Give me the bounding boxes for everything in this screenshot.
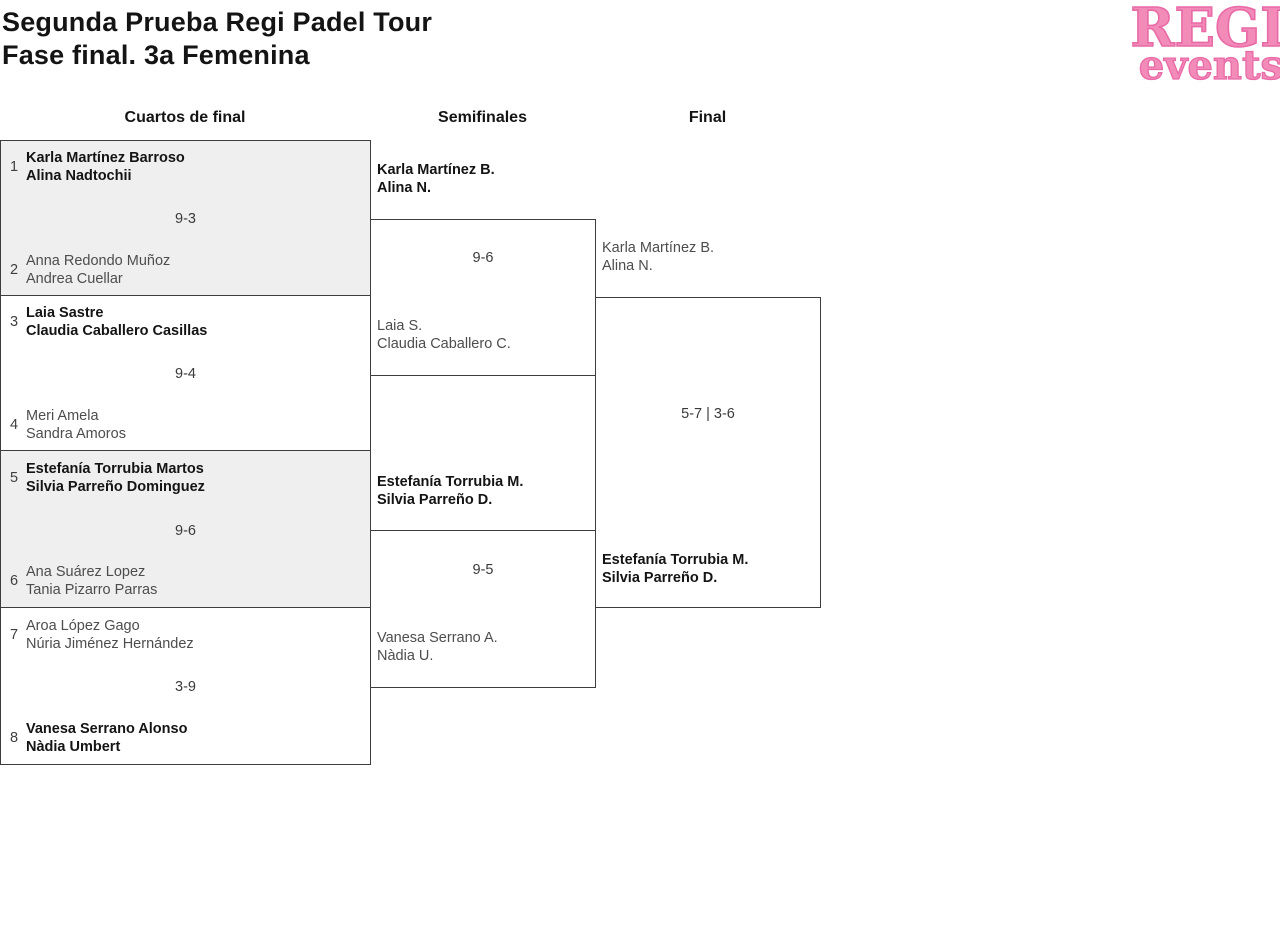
tournament-title: Segunda Prueba Regi Padel Tour Fase fina… (2, 6, 432, 72)
logo-events-text: events (1138, 42, 1280, 89)
round-header-semifinals: Semifinales (438, 109, 527, 126)
team-names: Anna Redondo Muñoz Andrea Cuellar (26, 252, 361, 288)
player-name: Laia Sastre (26, 305, 104, 321)
round-header-quarterfinals: Cuartos de final (124, 109, 246, 126)
team-names: Meri Amela Sandra Amoros (26, 407, 361, 443)
player-name: Estefanía Torrubia M. (602, 552, 749, 568)
player-name: Nàdia Umbert (26, 739, 121, 755)
team-names: Karla Martínez Barroso Alina Nadtochii (26, 149, 361, 185)
seed-number: 6 (9, 573, 19, 589)
quarterfinal-match-4 (0, 607, 371, 765)
player-name: Meri Amela (26, 408, 99, 424)
seed-number: 3 (9, 314, 19, 330)
quarterfinal-match-1 (0, 140, 371, 296)
team-names: Ana Suárez Lopez Tania Pizarro Parras (26, 563, 361, 599)
player-name: Claudia Caballero Casillas (26, 323, 208, 339)
round-header-final: Final (688, 109, 727, 126)
player-name: Karla Martínez B. (602, 240, 715, 256)
tournament-title-line1: Segunda Prueba Regi Padel Tour (2, 7, 433, 37)
team-names: Vanesa Serrano Alonso Nàdia Umbert (26, 720, 361, 756)
player-name: Vanesa Serrano A. (377, 630, 498, 646)
team-names: Karla Martínez B. Alina N. (602, 239, 816, 275)
seed-number: 2 (9, 262, 19, 278)
player-name: Karla Martínez B. (377, 162, 495, 178)
player-name: Núria Jiménez Hernández (26, 636, 194, 652)
seed-number: 1 (9, 159, 19, 175)
team-names: Estefanía Torrubia Martos Silvia Parreño… (26, 460, 361, 496)
final-match (595, 297, 821, 608)
logo-regi-text: REGI (1130, 0, 1280, 59)
player-name: Karla Martínez Barroso (26, 150, 185, 166)
seed-number: 5 (9, 470, 19, 486)
player-name: Anna Redondo Muñoz (26, 253, 171, 269)
player-name: Andrea Cuellar (26, 271, 123, 287)
player-name: Aroa López Gago (26, 618, 140, 634)
seed-number: 8 (9, 730, 19, 746)
player-name: Sandra Amoros (26, 426, 126, 442)
player-name: Estefanía Torrubia Martos (26, 461, 204, 477)
team-names: Estefanía Torrubia M. Silvia Parreño D. (602, 551, 816, 587)
team-names: Karla Martínez B. Alina N. (377, 161, 591, 197)
player-name: Silvia Parreño D. (602, 570, 718, 586)
match-score: 9-6 (472, 250, 494, 266)
match-score: 3-9 (175, 679, 196, 695)
match-score: 9-4 (175, 366, 196, 382)
player-name: Tania Pizarro Parras (26, 582, 158, 598)
tournament-title-line2: Fase final. 3a Femenina (2, 40, 310, 70)
player-name: Alina N. (377, 180, 431, 196)
seed-number: 7 (9, 627, 19, 643)
match-score: 9-5 (472, 562, 494, 578)
match-score: 5-7 | 3-6 (681, 406, 735, 422)
team-names: Aroa López Gago Núria Jiménez Hernández (26, 617, 361, 653)
player-name: Vanesa Serrano Alonso (26, 721, 188, 737)
regi-events-logo[interactable]: REGI events (1130, 0, 1280, 89)
team-names: Estefanía Torrubia M. Silvia Parreño D. (377, 473, 591, 509)
semifinal-match-1 (370, 219, 596, 376)
match-score: 9-3 (175, 211, 196, 227)
player-name: Ana Suárez Lopez (26, 564, 146, 580)
player-name: Claudia Caballero C. (377, 336, 511, 352)
player-name: Nàdia U. (377, 648, 434, 664)
player-name: Alina N. (602, 258, 653, 274)
player-name: Silvia Parreño Dominguez (26, 479, 205, 495)
team-names: Laia Sastre Claudia Caballero Casillas (26, 304, 361, 340)
player-name: Laia S. (377, 318, 423, 334)
player-name: Alina Nadtochii (26, 168, 132, 184)
seed-number: 4 (9, 417, 19, 433)
team-names: Laia S. Claudia Caballero C. (377, 317, 591, 353)
player-name: Silvia Parreño D. (377, 492, 493, 508)
quarterfinal-match-3 (0, 450, 371, 608)
player-name: Estefanía Torrubia M. (377, 474, 524, 490)
semifinal-match-2 (370, 530, 596, 688)
team-names: Vanesa Serrano A. Nàdia U. (377, 629, 591, 665)
match-score: 9-6 (175, 523, 196, 539)
